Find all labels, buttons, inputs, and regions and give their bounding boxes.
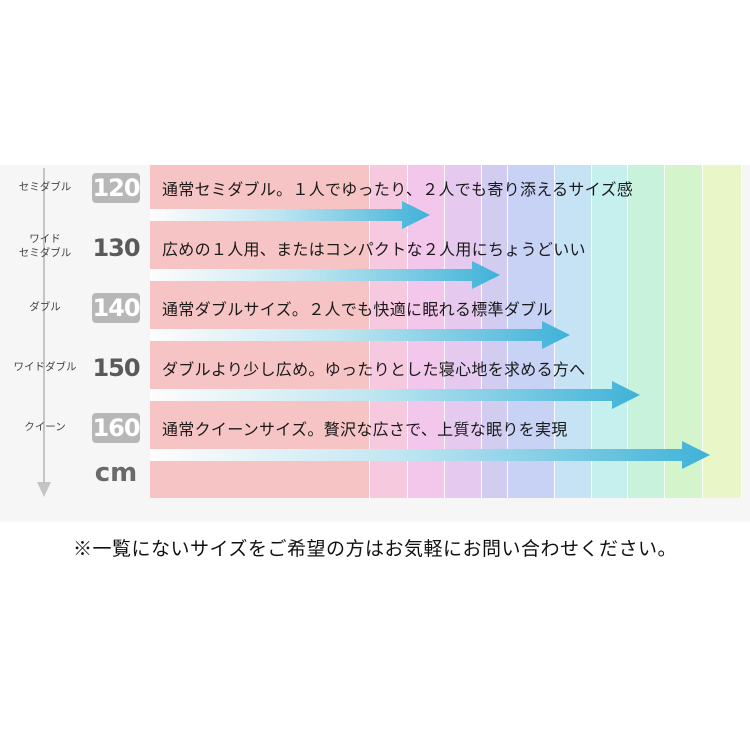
row-category-label: ワイド セミダブル: [18, 233, 72, 259]
size-value-label: 150: [92, 354, 140, 382]
size-arrow-bar: [150, 441, 710, 469]
size-value-label: 120: [92, 173, 141, 203]
size-value-label: 130: [92, 234, 140, 262]
row-description: 通常ダブルサイズ。２人でも快適に眠れる標準ダブル: [162, 300, 553, 319]
row-category-label: クイーン: [24, 421, 66, 433]
axis-arrow-head: [37, 482, 51, 497]
size-value-label: 160: [92, 413, 141, 443]
row-category-label: ワイドダブル: [13, 361, 77, 373]
size-value-label: 140: [92, 293, 141, 323]
row-description: 広めの１人用、またはコンパクトな２人用にちょうどいい: [162, 240, 586, 259]
size-arrow-bar: [150, 261, 500, 289]
row-description: 通常クイーンサイズ。贅沢な広さで、上質な眠りを実現: [162, 420, 568, 439]
unit-label: cm: [94, 458, 138, 488]
color-column: [703, 165, 742, 498]
size-arrow-bar: [150, 381, 640, 409]
row-category-label: セミダブル: [18, 181, 72, 193]
color-column: [628, 165, 665, 498]
row-description: ダブルより少し広め。ゆったりとした寝心地を求める方へ: [162, 360, 586, 379]
footer-note: ※一覧にないサイズをご希望の方はお気軽にお問い合わせください。: [73, 538, 677, 560]
row-category-label: ダブル: [29, 301, 61, 313]
size-arrow-bar: [150, 201, 430, 229]
size-arrow-bar: [150, 321, 570, 349]
row-description: 通常セミダブル。１人でゆったり、２人でも寄り添えるサイズ感: [162, 180, 634, 199]
color-column: [592, 165, 628, 498]
